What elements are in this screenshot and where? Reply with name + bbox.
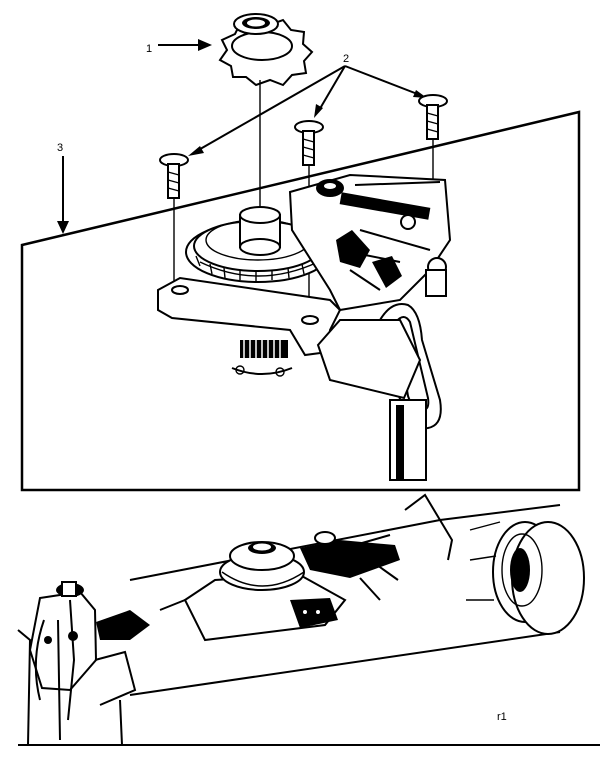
callout-arrow-3 <box>57 156 69 234</box>
gear-knob-part-1 <box>218 13 314 87</box>
cam-mechanism-assembly <box>157 173 452 481</box>
callout-label-2: 2 <box>343 53 349 65</box>
footer-mark: r1 <box>497 711 507 723</box>
callout-label-1: 1 <box>146 43 152 55</box>
callout-arrow-1 <box>158 39 212 51</box>
screw-center <box>294 120 324 166</box>
callout-label-3: 3 <box>57 142 63 154</box>
screw-left <box>159 153 189 199</box>
sewing-machine-head-assembly <box>17 493 600 746</box>
callout-arrows-2 <box>188 65 427 156</box>
mounting-plate-panel <box>20 110 581 492</box>
screw-right <box>418 94 448 140</box>
